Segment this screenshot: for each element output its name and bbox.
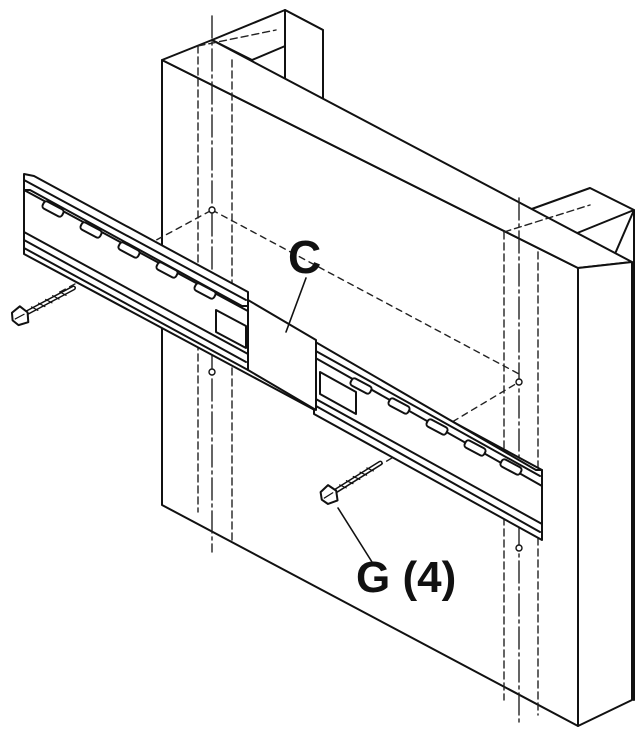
bracket-callout-label: C (288, 231, 322, 283)
lag-bolt-left (10, 285, 77, 327)
wall-plate-bracket (23, 173, 543, 541)
pilot-holes (208, 206, 523, 552)
screw-callout-label: G (4) (356, 553, 457, 602)
callout-leaders (285, 277, 373, 563)
lag-bolt-right (319, 460, 383, 505)
